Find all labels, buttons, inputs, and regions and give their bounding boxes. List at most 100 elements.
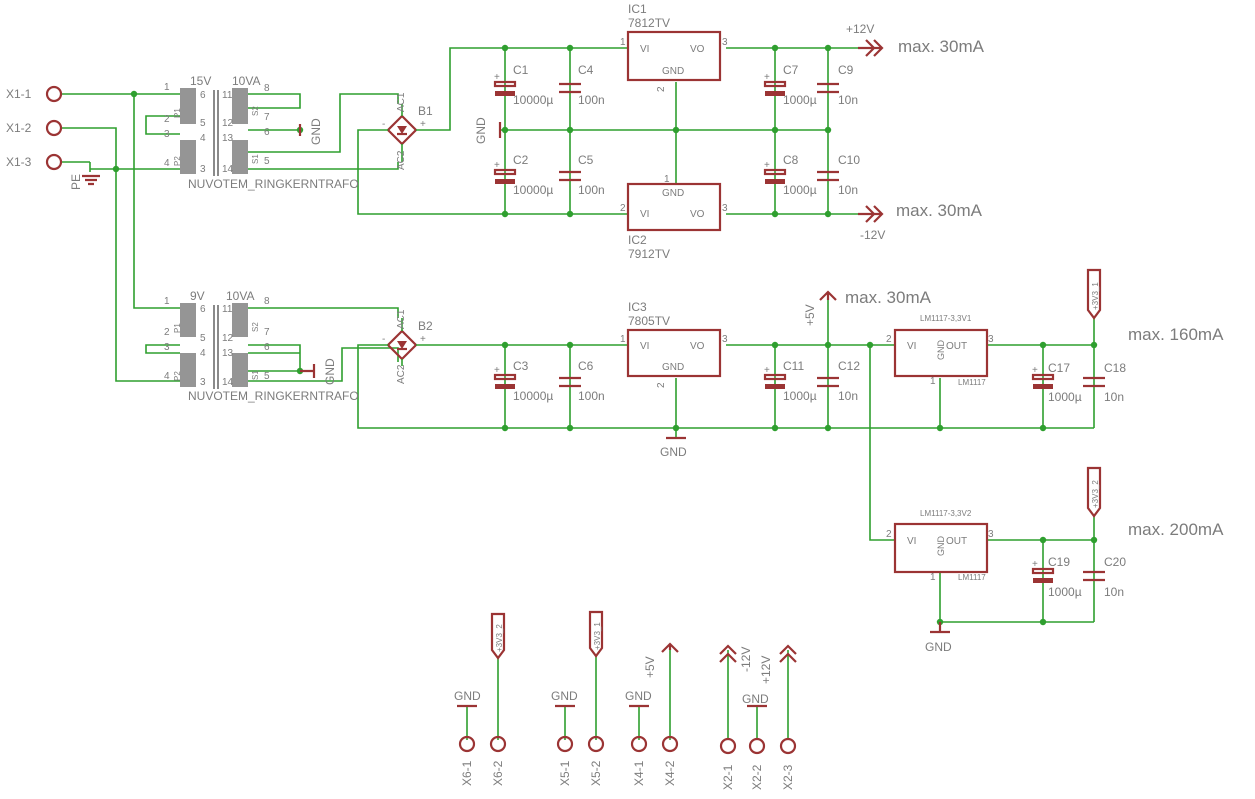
svg-text:+: + [764, 160, 770, 171]
svg-text:6: 6 [200, 304, 206, 315]
svg-text:S1: S1 [251, 154, 260, 164]
svg-text:5: 5 [264, 371, 270, 382]
svg-text:1: 1 [664, 174, 670, 185]
svg-text:3: 3 [988, 334, 994, 345]
svg-text:3: 3 [200, 164, 206, 175]
svg-text:X5-1: X5-1 [558, 760, 572, 786]
svg-text:C12: C12 [838, 359, 860, 373]
svg-text:OUT: OUT [946, 536, 967, 547]
svg-text:VI: VI [640, 209, 649, 220]
rectifier-b2: B2 AC1 AC2 - + [378, 309, 433, 384]
svg-text:6: 6 [264, 342, 270, 353]
label-x1-1: X1-1 [6, 87, 32, 101]
svg-text:3: 3 [164, 342, 170, 353]
svg-text:7812TV: 7812TV [628, 16, 670, 30]
svg-text:X6-2: X6-2 [491, 760, 505, 786]
svg-text:AC2: AC2 [396, 150, 407, 170]
svg-text:VO: VO [690, 209, 705, 220]
label-x1-2: X1-2 [6, 121, 32, 135]
t2-name: NUVOTEM_RINGKERNTRAFO [188, 389, 359, 403]
svg-text:VO: VO [690, 341, 705, 352]
svg-text:7: 7 [264, 112, 270, 123]
svg-text:+: + [764, 365, 770, 376]
svg-text:C20: C20 [1104, 555, 1126, 569]
svg-text:11: 11 [222, 90, 233, 101]
svg-text:4: 4 [200, 133, 206, 144]
label-pe: PE [69, 174, 83, 190]
svg-text:2: 2 [886, 529, 892, 540]
svg-text:P2: P2 [173, 371, 182, 381]
svg-text:-12V: -12V [860, 228, 885, 242]
svg-text:X2-1: X2-1 [721, 764, 735, 790]
svg-text:2: 2 [164, 327, 170, 338]
current-labels: max. 30mA max. 30mA max. 30mA max. 160mA… [845, 37, 1224, 539]
svg-text:1: 1 [620, 334, 626, 345]
svg-text:2: 2 [164, 114, 170, 125]
svg-text:10n: 10n [838, 183, 858, 197]
svg-text:1: 1 [164, 82, 170, 93]
svg-text:10n: 10n [1104, 390, 1124, 404]
t2-rating: 10VA [226, 289, 254, 303]
svg-text:GND: GND [662, 362, 684, 373]
svg-text:+12V: +12V [759, 656, 773, 684]
svg-text:X2-2: X2-2 [750, 764, 764, 790]
svg-text:+: + [494, 160, 500, 171]
t1-rating: 10VA [232, 74, 260, 88]
svg-text:C18: C18 [1104, 361, 1126, 375]
svg-text:S1: S1 [251, 370, 260, 380]
current-3v3-2: max. 200mA [1128, 520, 1224, 539]
svg-text:OUT: OUT [946, 341, 967, 352]
svg-text:-: - [382, 119, 385, 130]
junctions [112, 44, 1098, 626]
svg-text:3: 3 [722, 37, 728, 48]
svg-text:14: 14 [222, 164, 234, 175]
svg-text:1000µ: 1000µ [783, 93, 817, 107]
svg-text:+: + [494, 72, 500, 83]
earth-icon [82, 174, 100, 186]
svg-text:X6-1: X6-1 [460, 760, 474, 786]
svg-text:+: + [420, 334, 426, 345]
capacitors: + C1 10000µ + C2 10000µ + C3 10000µ C4 1… [493, 63, 1126, 599]
t2-primary-voltage: 9V [190, 289, 205, 303]
svg-text:C8: C8 [783, 153, 799, 167]
svg-text:LM1117: LM1117 [958, 378, 986, 387]
svg-text:13: 13 [222, 133, 234, 144]
current-m12v: max. 30mA [896, 201, 983, 220]
svg-text:1: 1 [164, 296, 170, 307]
svg-text:1: 1 [930, 376, 936, 387]
svg-text:C7: C7 [783, 63, 799, 77]
pin-x1-1 [45, 85, 63, 103]
svg-text:5: 5 [200, 333, 206, 344]
svg-text:7805TV: 7805TV [628, 314, 670, 328]
svg-text:AC1: AC1 [396, 309, 407, 329]
svg-text:-12V: -12V [739, 647, 753, 672]
svg-text:GND: GND [936, 536, 946, 557]
svg-text:6: 6 [200, 90, 206, 101]
svg-text:C17: C17 [1048, 361, 1070, 375]
svg-text:-: - [382, 334, 385, 345]
t1-primary-voltage: 15V [190, 74, 211, 88]
svg-text:LM1117: LM1117 [958, 573, 986, 582]
svg-text:4: 4 [164, 158, 170, 169]
svg-text:P1: P1 [173, 323, 182, 333]
svg-text:S2: S2 [251, 106, 260, 116]
svg-text:100n: 100n [578, 389, 605, 403]
svg-text:3: 3 [200, 377, 206, 388]
svg-text:C4: C4 [578, 63, 594, 77]
svg-text:+: + [1032, 365, 1038, 376]
svg-text:13: 13 [222, 348, 234, 359]
output-connectors: GND +3V3_2 X6-1 X6-2 GND +3V3_1 X5-1 X5-… [454, 610, 797, 790]
svg-text:P2: P2 [173, 156, 182, 166]
svg-text:VI: VI [907, 341, 916, 352]
svg-text:X4-2: X4-2 [663, 760, 677, 786]
current-3v3-1: max. 160mA [1128, 325, 1224, 344]
svg-text:AC2: AC2 [396, 364, 407, 384]
svg-text:C10: C10 [838, 153, 860, 167]
svg-text:IC2: IC2 [628, 233, 647, 247]
svg-text:7: 7 [264, 327, 270, 338]
svg-text:1: 1 [930, 572, 936, 583]
